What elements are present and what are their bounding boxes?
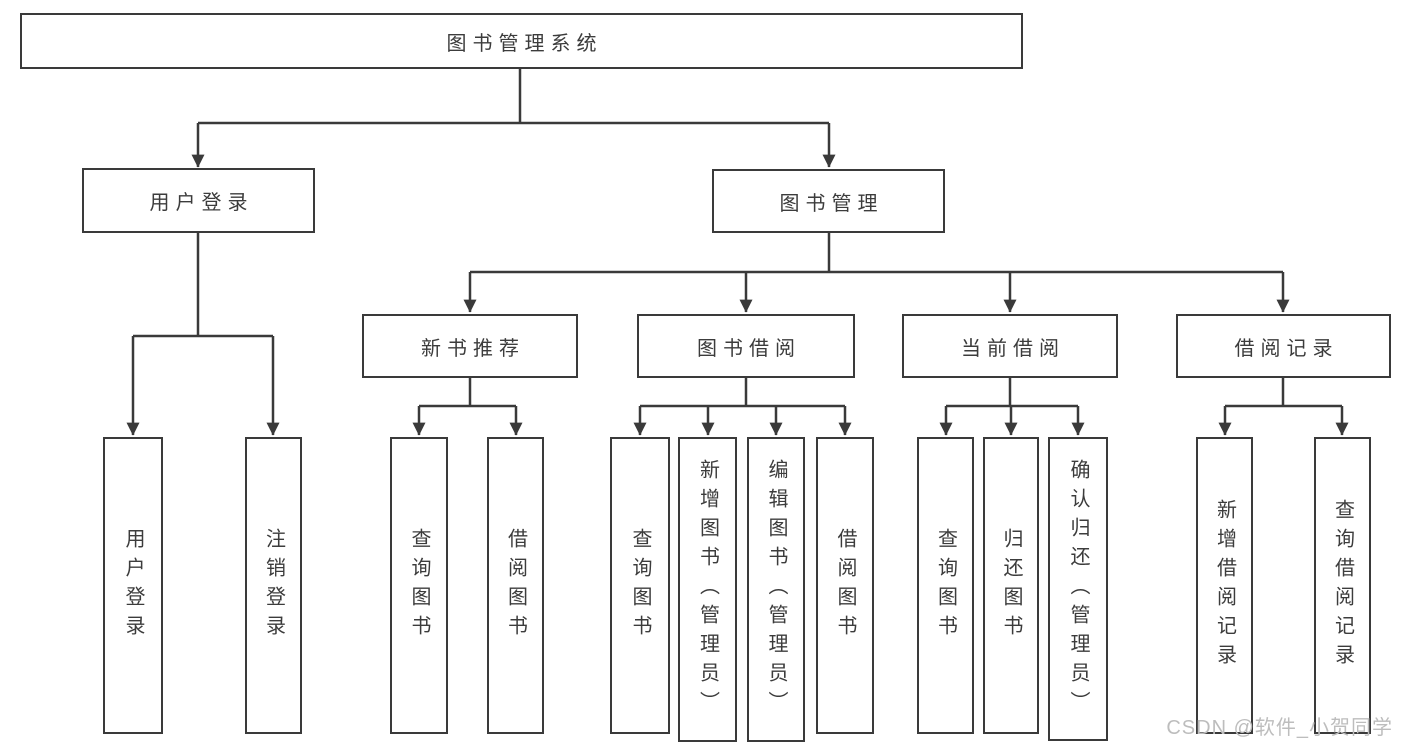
leaf-label: 查询图书 (408, 527, 430, 644)
connector-user-login-children (126, 233, 280, 436)
leaf-records-query-borrow-record: 查询借阅记录 (1314, 437, 1371, 734)
leaf-current-query-books: 查询图书 (917, 437, 974, 734)
leaf-borrow-query-books: 查询图书 (610, 437, 670, 734)
connector-new-rec-children (412, 378, 523, 436)
leaf-current-confirm-return-admin: 确认归还（管理员） (1048, 437, 1108, 741)
leaf-borrow-borrow-books: 借阅图书 (816, 437, 874, 734)
node-book-management: 图书管理 (712, 169, 945, 233)
leaf-label: 借阅图书 (834, 527, 856, 644)
leaf-label: 新增借阅记录 (1213, 498, 1236, 673)
leaf-label: 编辑图书（管理员） (765, 459, 787, 720)
leaf-label: 查询图书 (934, 527, 957, 644)
node-current-borrowing: 当前借阅 (902, 314, 1118, 378)
leaf-label: 注销登录 (262, 527, 285, 644)
node-borrowing-records: 借阅记录 (1176, 314, 1391, 378)
connector-root-to-level2 (191, 69, 836, 168)
leaf-label: 新增图书（管理员） (696, 459, 719, 720)
leaf-label: 归还图书 (1000, 527, 1022, 644)
node-new-book-recommendation: 新书推荐 (362, 314, 578, 378)
leaf-label: 查询借阅记录 (1331, 498, 1354, 673)
leaf-current-return-books: 归还图书 (983, 437, 1039, 734)
leaf-borrow-add-books-admin: 新增图书（管理员） (678, 437, 737, 742)
leaf-logout-login: 注销登录 (245, 437, 302, 734)
leaf-records-add-borrow-record: 新增借阅记录 (1196, 437, 1253, 734)
leaf-newrec-query-books: 查询图书 (390, 437, 448, 734)
leaf-label: 借阅图书 (504, 527, 527, 644)
leaf-borrow-edit-books-admin: 编辑图书（管理员） (747, 437, 805, 742)
connector-book-borrow-children (633, 378, 852, 436)
node-library-management-system: 图书管理系统 (20, 13, 1023, 69)
node-user-login: 用户登录 (82, 168, 315, 233)
connector-borrow-records-children (1218, 378, 1349, 436)
leaf-user-login: 用户登录 (103, 437, 163, 734)
connector-current-borrow-children (939, 378, 1085, 436)
leaf-label: 确认归还（管理员） (1067, 458, 1089, 720)
csdn-watermark: CSDN @软件_小贺同学 (1166, 717, 1393, 739)
leaf-label: 查询图书 (629, 527, 651, 644)
node-book-borrowing: 图书借阅 (637, 314, 855, 378)
connector-book-mgmt-children (463, 233, 1290, 313)
leaf-label: 用户登录 (122, 527, 144, 644)
leaf-newrec-borrow-books: 借阅图书 (487, 437, 544, 734)
